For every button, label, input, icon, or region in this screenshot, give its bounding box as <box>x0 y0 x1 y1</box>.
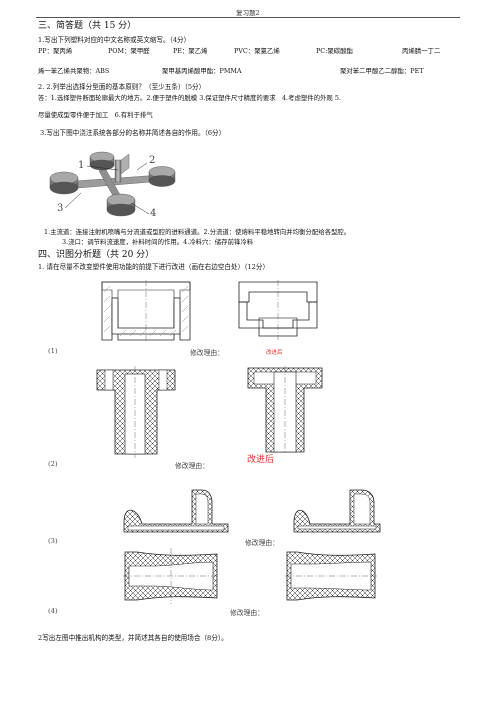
q1-pp: PP：聚丙烯 <box>38 47 73 55</box>
part2-original <box>96 366 176 458</box>
part1-improved <box>238 280 318 340</box>
part3-original <box>123 489 229 533</box>
q1-pet: 聚对苯二甲酸乙二醇酯：PET <box>340 67 424 75</box>
part4-original <box>123 548 219 604</box>
item1-number: (1) <box>48 347 58 355</box>
q1-pom: POM：聚甲醛 <box>108 47 150 55</box>
q1-abs-part1: 丙烯腈一丁二 <box>402 47 441 55</box>
item1-reason: 修改理由： <box>190 349 224 357</box>
part2-improved <box>247 366 323 454</box>
part3-improved <box>293 489 381 533</box>
item2-number: (2) <box>48 460 58 468</box>
q2-prompt: 2. 2.列举出选择分型面的基本原则？（至少五条）（5分） <box>38 83 206 91</box>
section3-heading: 三、简答题（共 15 分） <box>38 21 137 31</box>
item4-number: (4) <box>48 607 58 615</box>
part1-original <box>101 280 191 342</box>
section4-heading: 四、识图分析题（共 20 分） <box>38 250 155 260</box>
gating-label-2: 2 <box>149 155 156 166</box>
page-header: 复习题2 <box>236 9 260 17</box>
item1-improved-label: 改进后 <box>266 350 283 356</box>
s4-q1-prompt: 1. 请在尽量不改变塑件使用功能的前提下进行改进（画在右边空白处）（12分） <box>38 263 270 271</box>
q2-answer-line1: 答：1.选择塑件断面轮廓最大的地方。2.便于塑件的脱模 3.保证塑件尺寸精度的要… <box>38 94 341 102</box>
q1-pe: PE：聚乙烯 <box>173 47 208 55</box>
q1-pmma: 聚甲基丙烯酸甲酯：PMMA <box>162 67 242 75</box>
q3-answer-line1: 1.主流道：连接注射机喷嘴与分流道或型腔的进料通道。2.分流道：使熔料平稳地转向… <box>44 228 351 236</box>
header-rule <box>36 17 460 18</box>
item2-reason: 修改理由： <box>175 462 209 470</box>
q3-answer-line2: 3.浇口：调节料流速度，补料时间的作用。4.冷料穴：储存前锋冷料 <box>62 238 254 246</box>
q1-abs-part2: 烯一苯乙烯共聚物：ABS <box>38 67 110 75</box>
item3-number: (3) <box>48 537 58 545</box>
q3-prompt: 3.写出下图中浇注系统各部分的名称并简述各自的作用。（6分） <box>40 129 226 137</box>
q1-pvc: PVC：聚氯乙烯 <box>234 47 280 55</box>
q1-pc: PC:聚碳酸酯 <box>316 47 353 55</box>
q1-prompt: 1.写出下列塑料对应的中文名称或英文缩写。（4分） <box>38 36 191 44</box>
item4-reason: 修改理由： <box>230 609 264 617</box>
gating-system-figure <box>49 151 176 217</box>
gating-label-4: 4 <box>150 208 157 219</box>
gating-label-3: 3 <box>57 203 64 214</box>
item3-reason: 修改理由： <box>245 539 279 547</box>
part4-improved <box>285 551 377 601</box>
s4-q2-prompt: 2写出左图中推出机构的类型，并简述其各自的使用场合（8分）。 <box>38 634 228 642</box>
q2-answer-line2: 尽量使成型零件便于加工 6.有利于排气 <box>38 111 153 119</box>
gating-label-1: 1 <box>78 160 85 171</box>
item2-improved-label: 改进后 <box>247 455 275 465</box>
